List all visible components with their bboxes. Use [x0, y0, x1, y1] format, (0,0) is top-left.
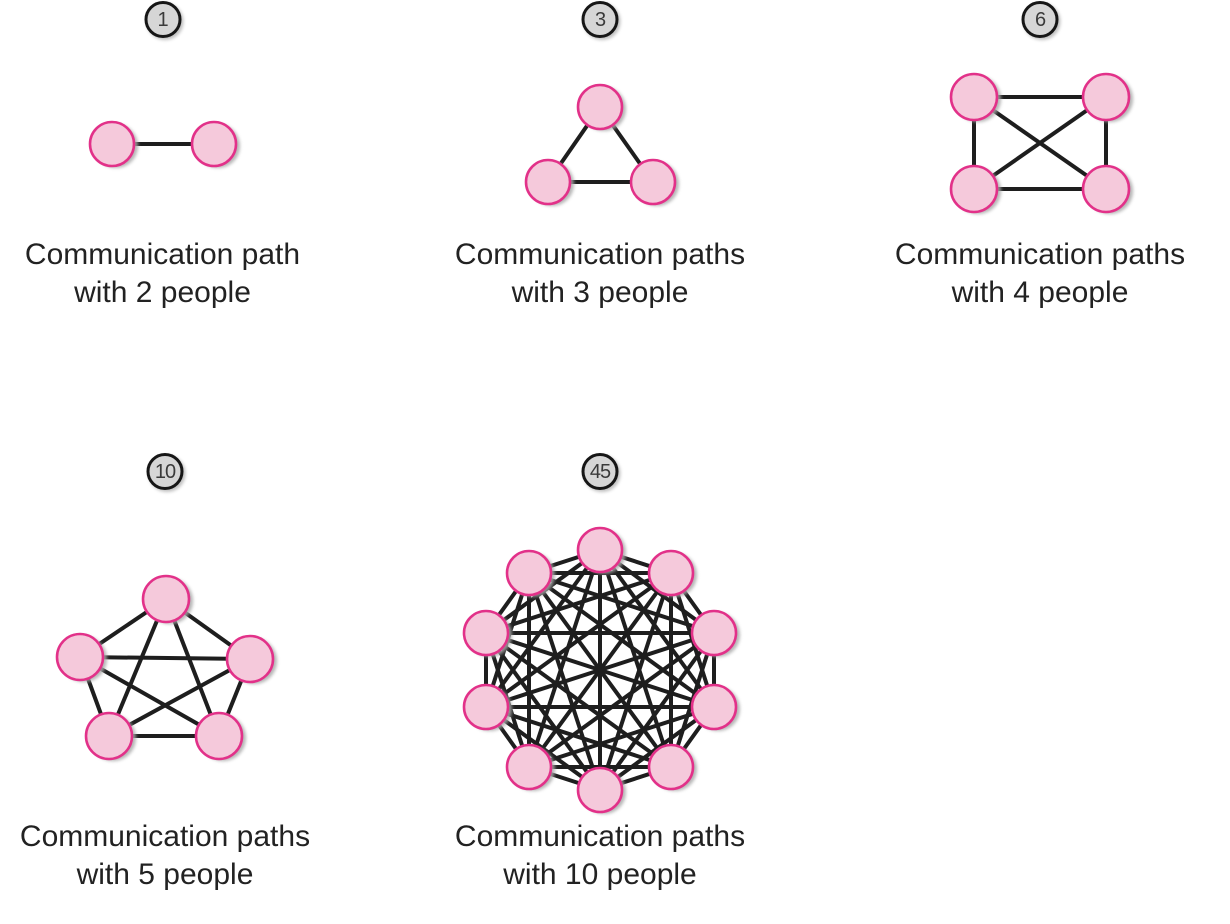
caption-line2: with 5 people: [76, 858, 254, 891]
diagram-3-people: 3 Communication paths with 3 people: [425, 0, 775, 330]
caption-line1: Communication paths: [454, 820, 746, 853]
caption-4-people: Communication paths with 4 people: [855, 236, 1225, 312]
caption-line2: with 3 people: [511, 276, 689, 309]
caption-line2: with 10 people: [503, 858, 697, 891]
caption-3-people: Communication paths with 3 people: [425, 236, 775, 312]
path-count-badge: 1: [144, 1, 181, 38]
path-count-badge: 45: [581, 453, 619, 490]
path-count-value: 45: [589, 460, 611, 483]
network-graph-3-people: [524, 83, 679, 206]
caption-line2: with 2 people: [74, 276, 251, 309]
path-count-value: 6: [1034, 8, 1046, 31]
network-graph-5-people: [55, 574, 277, 761]
diagram-10-people: 45 Communication paths with 10 people: [420, 450, 780, 924]
caption-line2: with 4 people: [951, 276, 1129, 309]
diagram-5-people: 10 Communication paths with 5 people: [0, 450, 330, 924]
caption-5-people: Communication paths with 5 people: [0, 818, 330, 894]
path-count-badge: 3: [581, 1, 619, 38]
path-count-value: 1: [157, 8, 168, 31]
caption-10-people: Communication paths with 10 people: [420, 818, 780, 894]
network-graph-2-people: [88, 120, 240, 168]
path-count-badge: 10: [146, 453, 184, 490]
caption-2-people: Communication path with 2 people: [0, 236, 325, 312]
path-count-badge: 6: [1021, 1, 1059, 38]
network-graph-10-people: [462, 526, 740, 814]
caption-line1: Communication paths: [894, 238, 1186, 271]
path-count-value: 3: [594, 8, 606, 31]
caption-line1: Communication path: [24, 238, 301, 271]
caption-line1: Communication paths: [454, 238, 746, 271]
path-count-value: 10: [154, 460, 176, 483]
caption-line1: Communication paths: [19, 820, 311, 853]
diagram-4-people: 6 Communication paths with 4 people: [855, 0, 1225, 330]
network-graph-4-people: [949, 72, 1133, 214]
diagram-2-people: 1 Communication path with 2 people: [0, 0, 325, 330]
